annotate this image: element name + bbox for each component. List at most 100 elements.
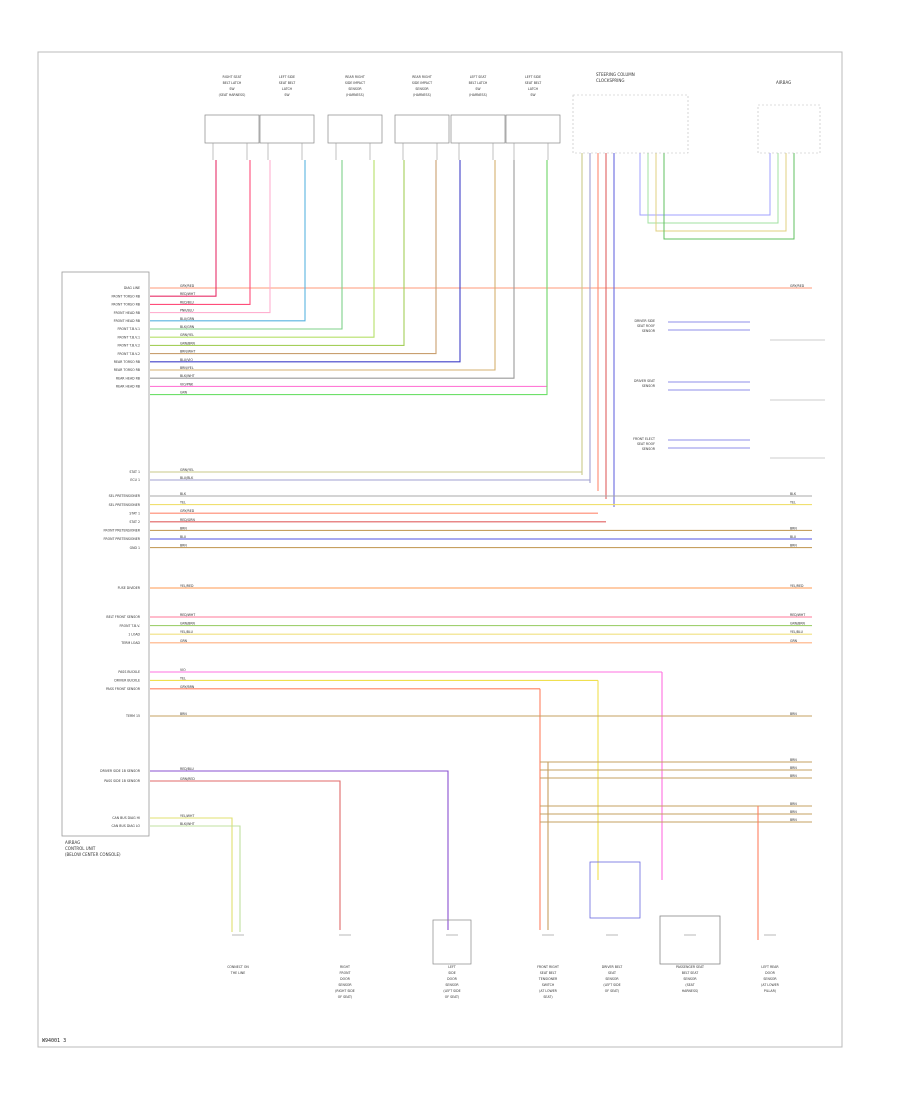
wire-pin [150, 160, 306, 322]
top-component-label: BELT LATCH [223, 81, 242, 85]
airbag-loop-wire [655, 153, 787, 232]
pin-label: PASS SIDE 1B SENSOR [104, 779, 141, 783]
pin-label: FRONT T.B.V. [120, 624, 141, 628]
top-connector-box [394, 114, 450, 144]
wire-code: PNK/BLU [180, 309, 194, 313]
top-component-label: (SEAT HARNESS) [219, 93, 246, 97]
wire-code: GRN [180, 639, 188, 643]
bottom-component-label: HARNESS) [682, 989, 698, 993]
bottom-component-label: FRONT RIGHT [537, 965, 559, 969]
airbag-label: AIRBAG [776, 80, 791, 85]
bottom-component-label: BELT SEAT [682, 971, 698, 975]
wire-pin [150, 160, 548, 387]
pin-label: PASS BUCKLE [118, 670, 140, 674]
bottom-component-label: (AT LOWER [539, 989, 557, 993]
top-component-label: LATCH [282, 87, 293, 91]
wire-code: YEL/RED [790, 584, 804, 588]
wire-code: BLU/VIO [180, 358, 193, 362]
wire-pin [150, 160, 271, 314]
wire-pin [150, 160, 217, 297]
top-component-label: REAR RIGHT [412, 75, 432, 79]
wire-code: VIO [180, 668, 186, 672]
right-block-label: SEAT ROOF [637, 442, 655, 446]
right-block-label: DRIVER SIDE [635, 319, 655, 323]
wire-pin [150, 160, 405, 346]
wire-code: BRN [790, 818, 797, 822]
pin-label: FRONT T.B.V.1 [118, 327, 141, 331]
top-component-label: SENSOR [415, 87, 429, 91]
wire-code: YEL [180, 676, 186, 680]
wire-code: BRN/WHT [180, 350, 195, 354]
module-title-3: (BELOW CENTER CONSOLE) [65, 852, 121, 857]
pin-label: FUSE DIVIDER [118, 586, 141, 590]
pin-label: STAT 1 [129, 470, 140, 474]
pin-label: STAT 1 [129, 511, 140, 515]
pin-label: GND 1 [130, 546, 140, 550]
top-component-label: LEFT SIDE [525, 75, 541, 79]
bottom-component-label: DRIVER BELT [602, 965, 623, 969]
driver-belt-sensor-box [589, 861, 641, 919]
pin-label: FRONT T.B.V.2 [118, 344, 141, 348]
bottom-component-label: DOOR [340, 977, 350, 981]
pin-label: FRONT T.B.V.1 [118, 335, 141, 339]
wire-code: GRN/BRN [180, 622, 196, 626]
wire-code: BRN [790, 774, 797, 778]
bottom-component-label: THE LINE [230, 971, 246, 975]
airbag-loop-wire [663, 153, 795, 240]
wire-code: GRN [180, 391, 188, 395]
wire-code: GRN/YEL [180, 468, 194, 472]
top-connector-box [505, 114, 561, 144]
wire-pin [150, 160, 496, 371]
wire-pin [150, 160, 251, 305]
wire-code: RED/BLU [180, 767, 195, 771]
bottom-component-label: TENSIONER [538, 977, 558, 981]
bottom-component-label: LEFT [448, 965, 456, 969]
wire-code: BRN [180, 526, 187, 530]
wire-code: RED/BLU [180, 300, 195, 304]
top-connector-box [204, 114, 260, 144]
wire-pin [150, 160, 343, 330]
bottom-component-label: SIDE [448, 971, 455, 975]
bottom-component-label: SENSOR [763, 977, 777, 981]
top-component-label: SW [284, 93, 290, 97]
bottom-component-label: (LEFT SIDE [603, 983, 620, 987]
bottom-component-label: (LEFT SIDE [443, 989, 460, 993]
top-component-label: SENSOR [348, 87, 362, 91]
bottom-component-label: FRONT [340, 971, 351, 975]
pin-label: FRONT T.B.V.2 [118, 352, 141, 356]
wire-code: BLK/WHT [180, 822, 195, 826]
bottom-component-label: SEAT BELT [540, 971, 556, 975]
wire-pin [150, 160, 461, 363]
pin-label: REAR TORSO RB [114, 360, 140, 364]
left-door-sensor-box [432, 919, 472, 965]
wire-code: RED/WHT [790, 613, 805, 617]
bottom-component-label: CONNECT ON [227, 965, 249, 969]
pin-label: FRONT HEAD RB [114, 319, 140, 323]
pin-label: DRIVER SIDE 1B SENSOR [100, 769, 141, 773]
wire-code: BRN [790, 766, 797, 770]
wire-code: YEL [180, 501, 186, 505]
pin-label: ECU 1 [130, 478, 140, 482]
bottom-component-label: SEAT) [543, 995, 552, 999]
pin-label: STAT 2 [129, 520, 140, 524]
bottom-component-label: OF SEAT) [605, 989, 620, 993]
wire-code: BLU/BLK [180, 476, 194, 480]
wire-low [150, 770, 449, 930]
pin-label: FRONT PRETENSIONER [104, 529, 141, 533]
top-component-label: SW [229, 87, 235, 91]
bottom-component-label: OF SEAT) [338, 995, 353, 999]
diagram-frame [37, 51, 843, 1048]
top-component-label: LEFT SIDE [279, 75, 295, 79]
top-component-label: (HARNESS) [469, 93, 487, 97]
wire-code: GRY/BRN [180, 685, 195, 689]
right-block-label: SENSOR [642, 384, 656, 388]
top-component-label: (HARNESS) [346, 93, 364, 97]
bottom-component-label: DOOR [447, 977, 457, 981]
page-code: W94001 3 [42, 1038, 66, 1044]
wire-code: GRN/YEL [180, 333, 194, 337]
bottom-component-label: PILLAR) [764, 989, 776, 993]
wire-code: GRN/BRN [790, 622, 806, 626]
bottom-component-label: PASSENGER SEAT [676, 965, 704, 969]
top-component-label: (HARNESS) [413, 93, 431, 97]
